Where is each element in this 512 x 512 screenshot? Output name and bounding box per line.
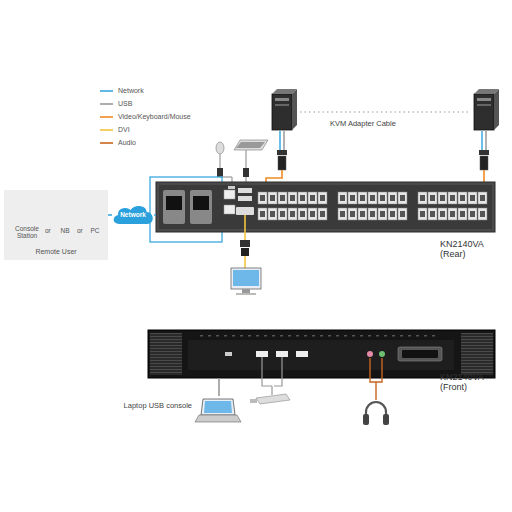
legend-line-sample <box>100 103 113 105</box>
legend-text: Network <box>118 87 144 95</box>
usb-stick <box>250 357 290 404</box>
server-left <box>272 89 297 130</box>
legend-text: DVI <box>118 126 130 134</box>
rear-chassis <box>156 182 495 232</box>
node-text: NB <box>54 227 76 234</box>
laptop-console-node: Laptop USB console <box>196 396 242 426</box>
node-text: Remote User <box>4 248 108 256</box>
cable-connector <box>218 378 220 396</box>
headphones <box>363 358 389 425</box>
console-station-node: Console Station <box>10 194 44 242</box>
laptop-icon <box>195 399 241 422</box>
node-text: Network <box>112 211 154 218</box>
kvm-front-unit: KN2140VA (Front) <box>148 330 495 378</box>
server-right <box>474 89 499 130</box>
front-led-row <box>200 335 435 337</box>
node-text: KN2140VA (Front) <box>440 372 500 393</box>
node-text: KN2140VA (Rear) <box>440 239 500 260</box>
node-text: Console Station <box>10 225 44 240</box>
annotation-label: or <box>77 227 83 234</box>
network-cloud: Network <box>112 204 154 226</box>
legend-text: Audio <box>118 139 136 147</box>
cable-connector <box>154 214 156 216</box>
annotation-label: KVM Adapter Cable <box>330 120 396 128</box>
node-text: PC <box>84 227 106 234</box>
remote-user-panel: Remote User Console Station NB PC <box>4 190 108 260</box>
legend-text: Video/Keyboard/Mouse <box>118 113 191 121</box>
node-text: Laptop USB console <box>118 402 192 411</box>
front-chassis <box>148 330 495 378</box>
legend-line-sample <box>100 116 113 118</box>
dvi-monitor <box>231 215 261 295</box>
kvm-rear-unit: KN2140VA (Rear) <box>156 182 495 232</box>
legend-text: USB <box>118 100 132 108</box>
legend-line-sample <box>100 129 113 131</box>
rj45-port-rows <box>258 192 487 220</box>
cable-connector <box>108 214 112 216</box>
pc-node: PC <box>84 194 106 242</box>
legend-line-sample <box>100 90 113 92</box>
notebook-node: NB <box>54 194 76 242</box>
annotation-label: or <box>45 227 51 234</box>
mouse-keyboard <box>216 140 268 188</box>
legend-line-sample <box>100 142 113 144</box>
dotted-link <box>300 111 470 112</box>
